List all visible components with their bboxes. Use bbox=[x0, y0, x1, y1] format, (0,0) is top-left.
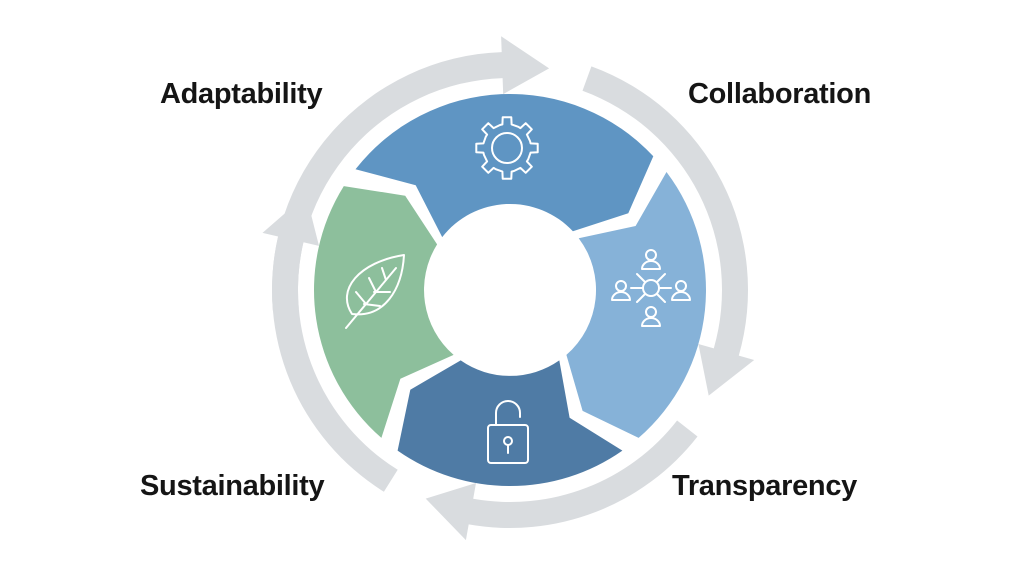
leaf-icon bbox=[345, 254, 405, 329]
label-adaptability: Adaptability bbox=[160, 78, 323, 110]
label-transparency: Transparency bbox=[672, 470, 857, 502]
network-icon bbox=[611, 249, 691, 327]
cycle-arrow bbox=[271, 36, 550, 311]
unlocked-padlock-icon bbox=[487, 400, 529, 464]
cycle-arrow bbox=[262, 194, 398, 492]
segment-sustainability bbox=[314, 186, 454, 438]
cycle-arrow bbox=[425, 420, 698, 541]
segment-adaptability bbox=[355, 93, 654, 238]
segment-collaboration bbox=[566, 172, 706, 438]
cycle-arrow bbox=[582, 66, 755, 396]
segment-transparency bbox=[397, 360, 623, 487]
label-sustainability: Sustainability bbox=[140, 470, 325, 502]
label-collaboration: Collaboration bbox=[688, 78, 871, 110]
center-hole bbox=[430, 210, 590, 370]
gear-icon bbox=[475, 116, 539, 180]
